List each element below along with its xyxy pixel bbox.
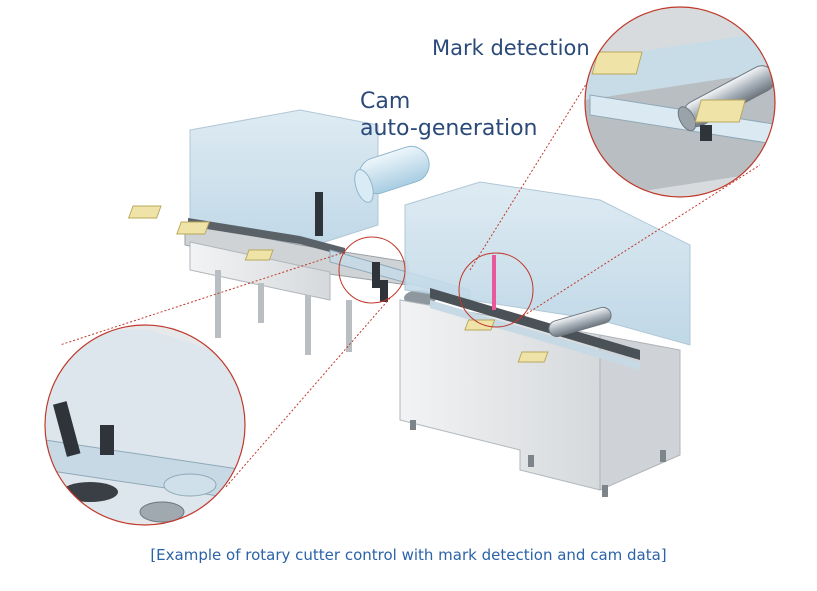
package [244, 249, 274, 261]
roller [372, 262, 380, 288]
right-machine [399, 181, 691, 497]
cam-auto-generation-label: Cam auto-generation [360, 88, 538, 142]
foot [660, 450, 666, 462]
left-leg [346, 300, 352, 352]
zoom-cutter [0, 324, 246, 526]
right-conveyor-track [430, 300, 640, 370]
cam-cylinder [315, 145, 430, 236]
figure-caption: [Example of rotary cutter control with m… [150, 546, 667, 564]
mark-detection-label: Mark detection [432, 36, 590, 60]
top-roller [548, 306, 612, 338]
package [464, 319, 496, 331]
package [517, 351, 549, 363]
foot [410, 420, 416, 430]
left-leg [305, 295, 311, 355]
cam-label-line2: auto-generation [360, 116, 538, 141]
foot [602, 485, 608, 497]
callout-circle-mark [458, 252, 534, 328]
package [0, 448, 14, 466]
package [591, 51, 643, 75]
left-conveyor-belt [188, 218, 345, 256]
left-machine [127, 109, 409, 355]
package [127, 205, 162, 219]
package [694, 99, 746, 123]
left-leg [215, 270, 221, 338]
left-machine-base [189, 241, 331, 301]
callout-lines [59, 29, 761, 489]
mark-sensor [492, 255, 496, 310]
cam-label-line1: Cam [360, 89, 411, 114]
right-conveyor-belt [430, 288, 640, 360]
zoom-mark-detection [584, 6, 776, 198]
roller [380, 280, 388, 302]
package [176, 221, 210, 235]
left-leg [258, 283, 264, 323]
cutter-arm [315, 192, 323, 236]
callout-circle-cutter [338, 236, 406, 304]
foot [528, 455, 534, 467]
